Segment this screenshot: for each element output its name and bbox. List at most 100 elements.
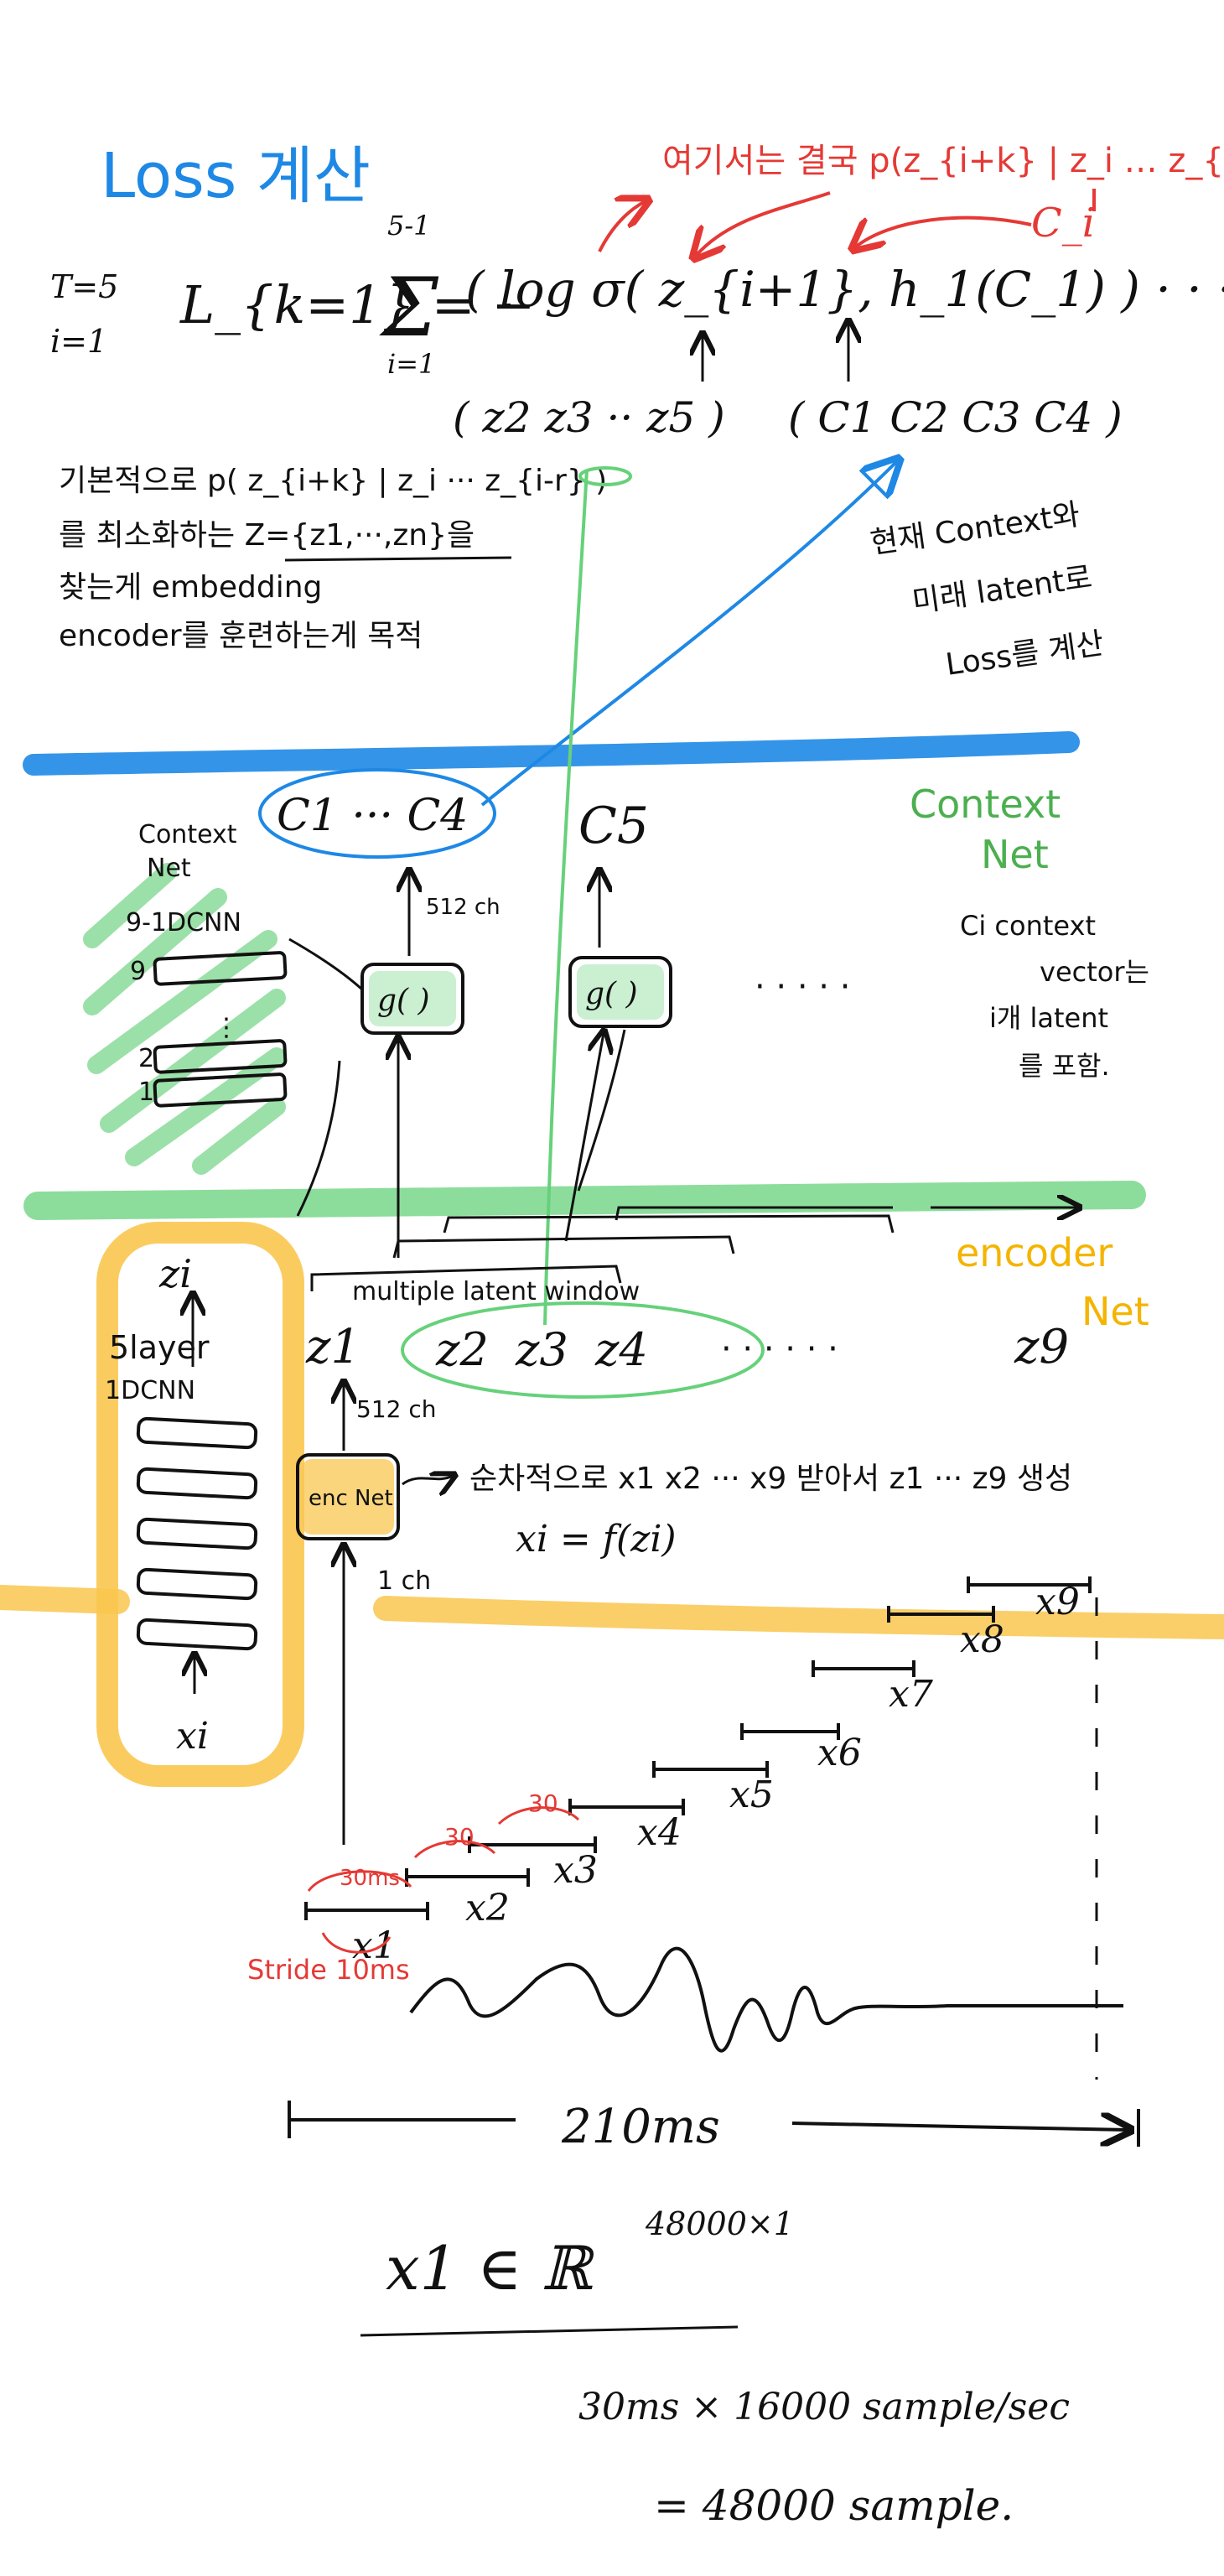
enc-x-eq: xi = f(zi)	[516, 1518, 677, 1561]
enc-box-label: enc Net	[309, 1486, 393, 1511]
latent-to-g1-line	[296, 1060, 341, 1217]
window-bracket-2	[392, 1235, 735, 1259]
x1-seg-label: x1	[352, 1924, 397, 1967]
x2-seg-label: x2	[465, 1887, 510, 1929]
green-arrow-head	[578, 466, 632, 486]
blue-divider-stroke	[23, 731, 1080, 776]
right-note-line3: Loss를 계산	[944, 626, 1107, 683]
span-line-right	[791, 2123, 1128, 2130]
red-arrow-to-z	[696, 191, 831, 256]
i-equals: i=1	[50, 323, 107, 360]
left-note-line2: 를 최소화하는 Z={z1,···,zn}을	[59, 518, 475, 553]
loss-symbol: L_{k=1} = −	[179, 274, 535, 335]
encoder-label2: Net	[1081, 1289, 1149, 1334]
context-note-line3: i개 latent	[989, 1002, 1108, 1034]
g-label-1: g( )	[377, 984, 430, 1018]
x8-seg-label: x8	[960, 1618, 1004, 1661]
g-label-2: g( )	[585, 977, 638, 1011]
red-note: 여기서는 결국 p(z_{i+k} | z_i … z_{i-r})	[662, 142, 1224, 180]
z-row: ( z2 z3 ·· z5 )	[453, 393, 725, 442]
left-note-line4: encoder를 훈련하는게 목적	[59, 619, 423, 653]
left-note-underline	[284, 556, 512, 562]
x7-seg-label: x7	[889, 1673, 933, 1716]
span-label: 210ms	[561, 2100, 720, 2154]
context-c5: C5	[578, 797, 649, 855]
enc-layer-4	[136, 1467, 258, 1500]
red-brace-3	[497, 1806, 580, 1826]
red-30a: 30	[444, 1823, 475, 1851]
blue-arrow-to-c-row	[480, 461, 897, 807]
yellow-divider-stroke-right	[373, 1596, 1224, 1639]
left-note-line3: 찾는게 embedding	[59, 570, 322, 605]
context-net-hatching	[83, 863, 286, 1175]
context-note-line4: 를 포함.	[1019, 1050, 1110, 1082]
encoder-label1: encoder	[956, 1230, 1112, 1275]
enc-512ch: 512 ch	[356, 1395, 436, 1423]
red-ci-label: C_i	[1031, 200, 1095, 247]
layer-label-1: 5layer	[109, 1329, 210, 1366]
enc-layer-2	[136, 1567, 258, 1601]
left-net-label1: Context	[138, 820, 237, 849]
context-layer-2	[153, 1039, 288, 1074]
left-net-label3: 9-1DCNN	[126, 908, 241, 937]
enc-layer-5	[136, 1416, 258, 1450]
t-equals: T=5	[50, 268, 118, 305]
right-note-line2: 미래 latent로	[910, 560, 1095, 620]
c-row: ( C1 C2 C3 C4 )	[788, 393, 1123, 442]
green-divider-stroke	[23, 1181, 1146, 1220]
enc-layer-1	[136, 1618, 258, 1651]
x3-seg-label: x3	[553, 1849, 598, 1892]
z9-label: z9	[1014, 1320, 1069, 1374]
window-bracket-1	[310, 1265, 622, 1291]
layer-label-2: 1DCNN	[105, 1376, 195, 1405]
red-arrow-ci	[855, 216, 1032, 247]
context-note-line2: vector는	[1040, 956, 1149, 988]
window-bracket-4	[615, 1206, 893, 1221]
context-group-label: C1 ··· C4	[277, 791, 468, 841]
context-layer-9	[153, 951, 288, 986]
context-layer-num-9: 9	[130, 957, 146, 986]
x4-seg-label: x4	[637, 1811, 682, 1854]
z2-label: z2	[435, 1323, 489, 1376]
g-box-1-fill	[369, 971, 456, 1026]
x-dim-underline	[360, 2325, 739, 2337]
context-layer-vdots: ⋮	[214, 1013, 239, 1042]
enc-layer-3	[136, 1517, 258, 1550]
g-box-1	[360, 963, 464, 1035]
enc-seq-note: 순차적으로 x1 x2 ··· x9 받아서 z1 ··· z9 생성	[469, 1462, 1072, 1496]
red-brace-2	[413, 1840, 496, 1859]
window-bracket-3	[443, 1214, 895, 1233]
red-arrow-from-log	[598, 201, 646, 252]
enc-box-fill	[302, 1459, 394, 1535]
context-group-ellipse	[258, 768, 496, 859]
x-dimension: x1 ∈ ℝ	[386, 2233, 594, 2303]
red-brace-1	[307, 1870, 412, 1892]
encoder-stack-highlight	[96, 1222, 304, 1787]
x6-seg-label: x6	[817, 1732, 862, 1774]
right-note-line1: 현재 Context와	[869, 497, 1082, 561]
sum-lower: i=1	[387, 348, 435, 380]
sum-upper: 5-1	[387, 210, 431, 242]
zi-top: zi	[158, 1251, 192, 1296]
left-net-label2: Net	[147, 854, 191, 883]
span-line-left	[288, 2101, 516, 2138]
audio-waveform	[409, 1946, 1123, 2053]
g-box-2-fill	[577, 964, 664, 1020]
green-arrow-to-z-row	[543, 469, 589, 1326]
latent-to-g2-arrow	[564, 1033, 604, 1242]
context-layer-num-2: 2	[138, 1044, 154, 1073]
red-30b: 30	[528, 1789, 558, 1817]
x5-seg-label: x5	[729, 1774, 774, 1816]
context-net-label2: Net	[981, 832, 1049, 877]
red-stride: Stride 10ms	[247, 1954, 410, 1986]
loss-title: Loss 계산	[101, 140, 371, 212]
context-net-label1: Context	[910, 782, 1061, 827]
sum-sign: Σ	[379, 261, 439, 355]
red-30ms: 30ms	[340, 1866, 400, 1891]
context-note-line1: Ci context	[960, 910, 1096, 942]
left-note-line1: 기본적으로 p( z_{i+k} | z_i ··· z_{i-r} )	[59, 464, 607, 498]
z-window-ellipse	[401, 1301, 765, 1399]
x-dimension-sup: 48000×1	[645, 2205, 794, 2242]
xi-bottom: xi	[176, 1715, 209, 1758]
